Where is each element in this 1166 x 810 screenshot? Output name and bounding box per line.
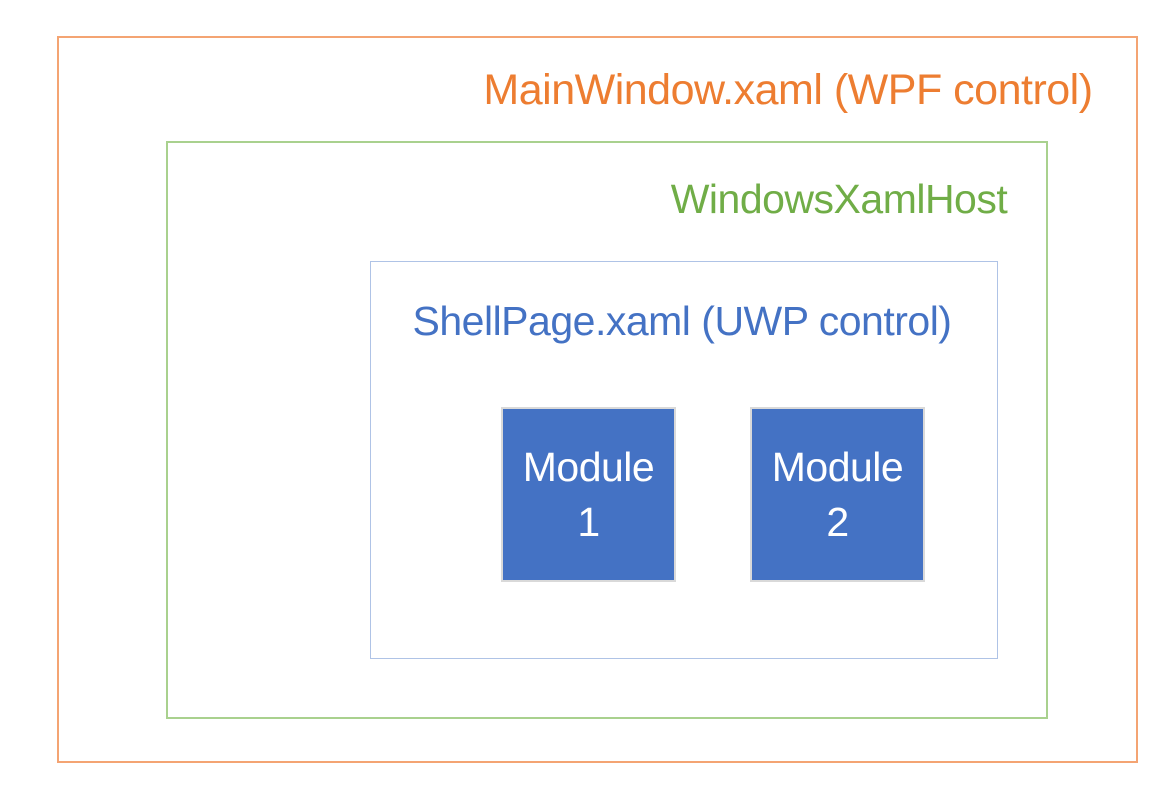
windows-xaml-host-box [166,141,1048,719]
module-1-box: Module 1 [501,407,676,582]
module-2-label-line2: 2 [826,498,849,545]
module-1-label-line1: Module [522,444,655,491]
module-2-label-line1: Module [771,444,904,491]
module-2-box: Module 2 [750,407,925,582]
windows-xaml-host-label: WindowsXamlHost [670,176,1008,222]
main-window-box [57,36,1138,763]
shell-page-label: ShellPage.xaml (UWP control) [412,298,952,344]
shell-page-box [370,261,998,659]
module-1-label-line2: 1 [577,498,600,545]
main-window-label: MainWindow.xaml (WPF control) [483,66,1093,114]
